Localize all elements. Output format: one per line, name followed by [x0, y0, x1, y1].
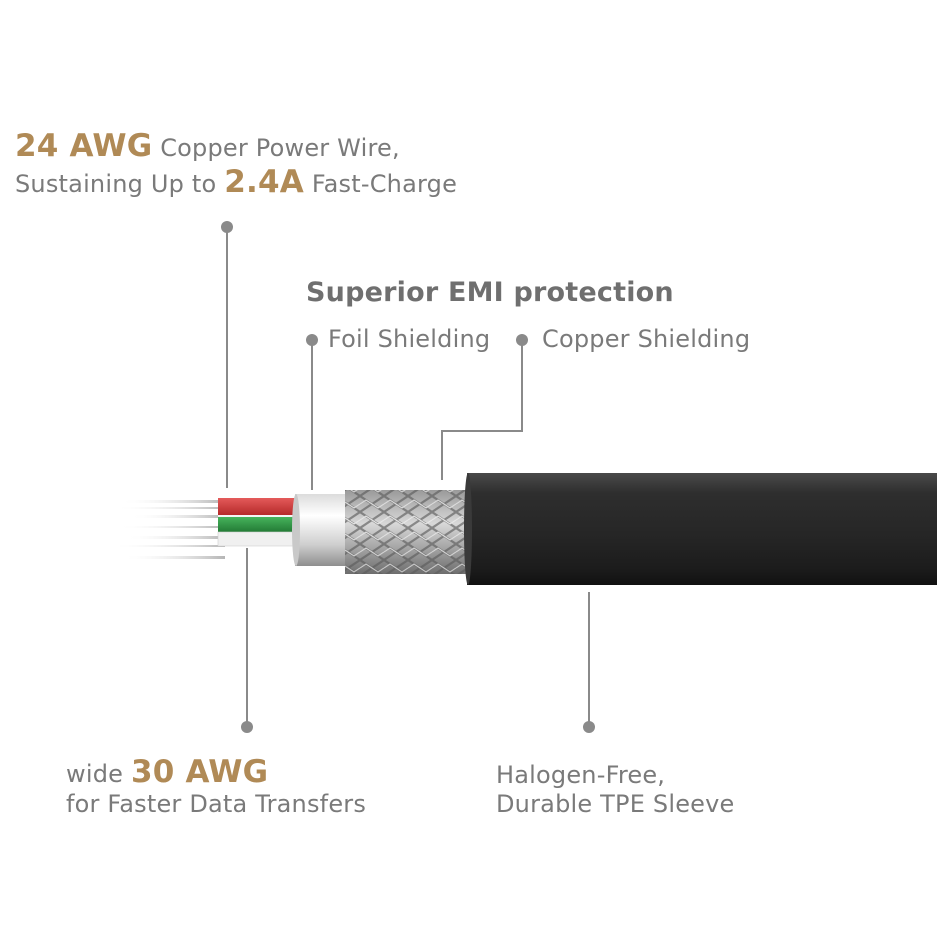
copper-shielding-label: Copper Shielding — [542, 325, 751, 353]
red-power-wire — [218, 498, 296, 515]
leader-lines — [226, 228, 590, 726]
white-data-wire — [217, 531, 297, 547]
power-wire-fastcharge: Fast-Charge — [311, 170, 458, 198]
data-wire-gauge: 30 AWG — [130, 754, 269, 790]
power-wire-gauge: 24 AWG — [15, 128, 153, 164]
copper-braid — [345, 490, 473, 574]
emi-title: Superior EMI protection — [306, 277, 674, 308]
power-wire-current: 2.4A — [224, 164, 304, 200]
tpe-jacket — [464, 473, 937, 585]
leader-dots — [221, 221, 595, 733]
power-wire-label-line2: Sustaining Up to 2.4A Fast-Charge — [15, 167, 457, 198]
sleeve-label-line1: Halogen-Free, — [496, 761, 666, 789]
sleeve-label-line2: Durable TPE Sleeve — [496, 790, 735, 818]
power-wire-sustain: Sustaining Up to — [15, 170, 217, 198]
data-wire-prefix: wide — [66, 760, 124, 788]
data-wire-label-line1: wide 30 AWG — [66, 757, 268, 788]
foil-shielding-label: Foil Shielding — [328, 325, 491, 353]
conductor-strands — [112, 500, 225, 559]
data-wire-label-line2: for Faster Data Transfers — [66, 790, 367, 818]
green-data-wire — [218, 517, 296, 532]
white-wire — [218, 515, 296, 517]
power-wire-desc: Copper Power Wire, — [160, 134, 400, 162]
foil-shield — [295, 494, 350, 566]
power-wire-label-line1: 24 AWG Copper Power Wire, — [15, 131, 400, 162]
inner-wires — [217, 498, 297, 547]
